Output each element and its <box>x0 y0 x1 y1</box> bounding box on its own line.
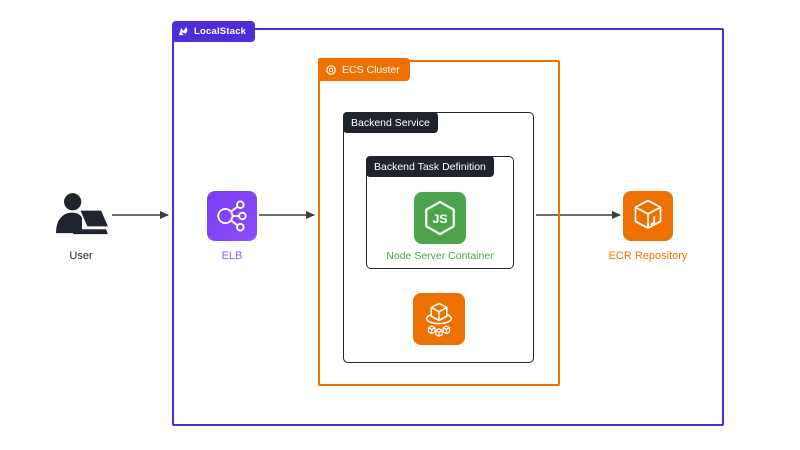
backend-service-label: Backend Service <box>351 116 430 129</box>
ecs-mini-cubes <box>427 325 451 338</box>
ecs-service-icon <box>413 293 465 345</box>
backend-service-boundary-box <box>343 112 534 363</box>
ecs-cluster-icon <box>325 64 337 76</box>
elb-icon <box>207 191 257 241</box>
localstack-logo-icon <box>178 26 189 37</box>
nodejs-icon-text: JS <box>432 212 447 226</box>
user-label: User <box>69 250 93 262</box>
localstack-label: LocalStack <box>194 26 247 37</box>
ecr-label: ECR Repository <box>608 250 688 262</box>
task-definition-label: Backend Task Definition <box>374 160 486 173</box>
localstack-boundary-box <box>172 28 724 426</box>
task-definition-tag: Backend Task Definition <box>366 156 494 177</box>
nodejs-icon: JS <box>414 192 466 244</box>
ecs-cluster-boundary-box <box>318 60 560 386</box>
ecs-cluster-tag: ECS Cluster <box>318 58 410 81</box>
ecs-cluster-label: ECS Cluster <box>342 63 400 76</box>
backend-service-tag: Backend Service <box>343 112 438 133</box>
localstack-tag: LocalStack <box>172 21 256 42</box>
node-container-label: Node Server Container <box>386 250 494 262</box>
elb-label: ELB <box>221 250 243 262</box>
user-icon <box>53 192 108 242</box>
ecr-icon <box>623 191 673 241</box>
